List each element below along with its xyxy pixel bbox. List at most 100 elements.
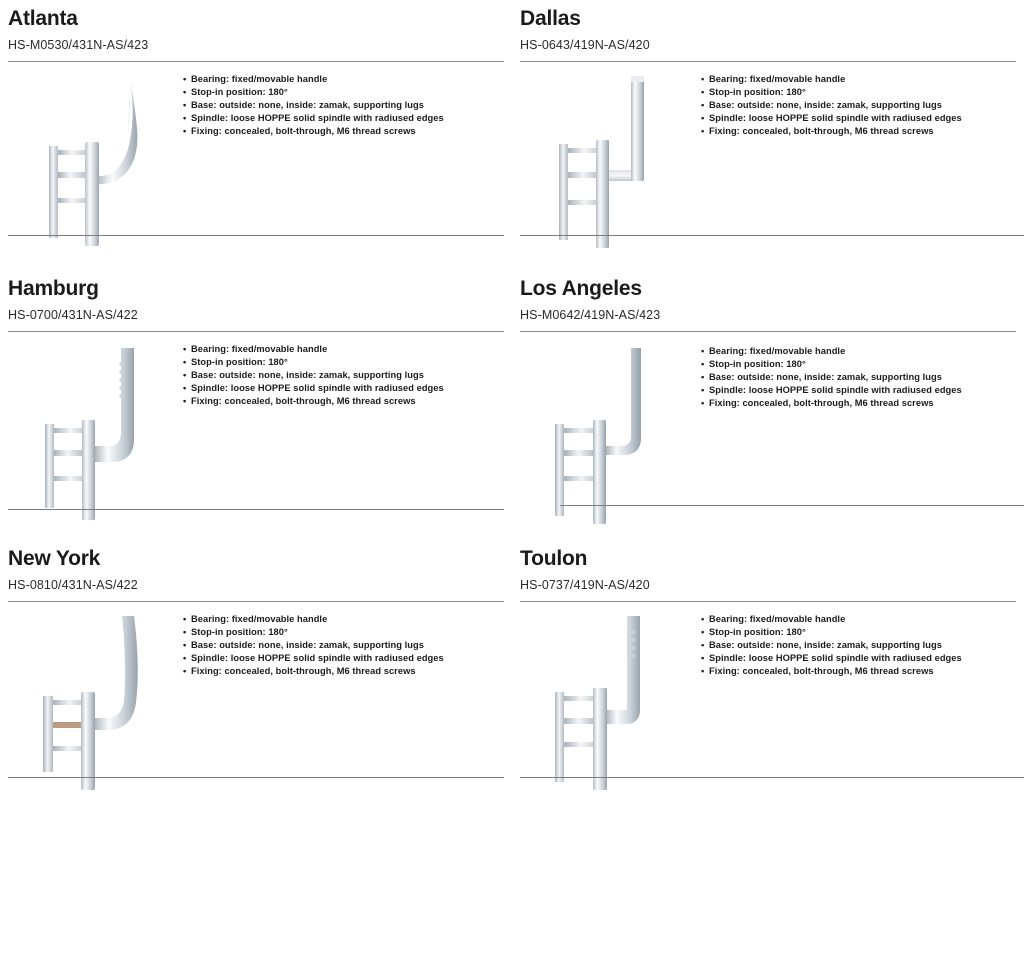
spec-text: Base: outside: none, inside: zamak, supp…: [191, 369, 424, 380]
spec-text: Bearing: fixed/movable handle: [709, 73, 846, 84]
panel-divider-top: [8, 600, 504, 602]
spec-item: •Spindle: loose HOPPE solid spindle with…: [701, 652, 1016, 665]
spec-item: • Base: outside: none, inside: zamak, sup…: [701, 639, 1016, 652]
product-panel-dallas[interactable]: Dallas HS-0643/419N-AS/420: [512, 0, 1024, 270]
spec-text: Stop-in position: 180°: [709, 626, 806, 637]
bullet-icon: •: [183, 343, 187, 354]
spec-item: •Base: outside: none, inside: zamak, sup…: [701, 371, 1016, 384]
spec-text: Spindle: loose HOPPE solid spindle with …: [191, 653, 444, 664]
product-panel-los-angeles[interactable]: Los Angeles HS-M0642/419N-AS/423: [512, 270, 1024, 540]
bullet-icon: •: [701, 113, 705, 124]
spec-text: Stop-in position: 180°: [709, 358, 806, 369]
spec-item: • Bearing: fixed/movable handle: [183, 73, 504, 86]
spec-item: • Stop-in position: 180°: [183, 86, 504, 99]
spec-item: • Fixing: concealed, bolt-through, M6 thr…: [183, 395, 504, 408]
product-panel-new-york[interactable]: New York HS-0810/431N-AS/422: [0, 540, 512, 810]
product-title: Los Angeles: [520, 277, 642, 300]
panel-divider-top: [8, 330, 504, 332]
bullet-icon: •: [701, 385, 705, 396]
handle-image-dallas: [520, 68, 695, 248]
spec-item: •Spindle: loose HOPPE solid spindle with…: [183, 382, 504, 395]
bullet-icon: •: [701, 371, 705, 382]
spec-item: • Base: outside: none, inside: zamak, sup…: [183, 369, 504, 382]
bullet-icon: •: [183, 626, 187, 637]
spec-text: Stop-in position: 180°: [709, 86, 806, 97]
spec-text: Base: outside: none, inside: zamak, supp…: [191, 639, 424, 650]
bullet-icon: •: [183, 113, 187, 124]
spec-item: • Bearing: fixed/movable handle: [701, 613, 1016, 626]
spec-text: Fixing: concealed, bolt-through, M6 thre…: [709, 666, 934, 677]
bullet-icon: •: [701, 345, 705, 356]
bullet-icon: •: [701, 358, 705, 369]
panel-divider-bottom: [520, 235, 1024, 236]
spec-item: • Spindle: loose HOPPE solid spindle with…: [183, 112, 504, 125]
product-code: HS-0700/431N-AS/422: [8, 308, 138, 322]
bullet-icon: •: [183, 126, 187, 137]
spec-item: • Stop-in position: 180°: [701, 626, 1016, 639]
product-title: Dallas: [520, 7, 581, 30]
bullet-icon: •: [701, 613, 705, 624]
handle-image-hamburg: [8, 338, 183, 523]
spec-text: Spindle: loose HOPPE solid spindle with …: [191, 383, 444, 394]
panel-divider-bottom: [560, 505, 1024, 506]
spec-item: • Spindle: loose HOPPE solid spindle with…: [701, 112, 1016, 125]
bullet-icon: •: [183, 99, 187, 110]
handle-image-los-angeles: [520, 340, 695, 525]
spec-list-toulon: • Bearing: fixed/movable handle • Stop-in …: [695, 608, 1016, 679]
bullet-icon: •: [183, 369, 187, 380]
bullet-icon: •: [701, 126, 705, 137]
product-title: New York: [8, 547, 101, 570]
bullet-icon: •: [183, 613, 187, 624]
bullet-icon: •: [183, 653, 187, 664]
panel-divider-top: [8, 60, 504, 62]
spec-item: •Fixing: concealed, bolt-through, M6 thr…: [701, 397, 1016, 410]
bullet-icon: •: [183, 73, 187, 84]
spec-text: Bearing: fixed/movable handle: [191, 613, 328, 624]
spec-item: • Stop-in position: 180°: [701, 358, 1016, 371]
bullet-icon: •: [183, 666, 187, 677]
panel-divider-bottom: [8, 235, 504, 236]
panel-divider-bottom: [520, 777, 1024, 778]
spec-item: • Fixing: concealed, bolt-through, M6 thr…: [701, 125, 1016, 138]
spec-text: Fixing: concealed, bolt-through, M6 thre…: [191, 126, 416, 137]
bullet-icon: •: [701, 626, 705, 637]
product-panel-hamburg[interactable]: Hamburg HS-0700/431N-AS/422: [0, 270, 512, 540]
bullet-icon: •: [183, 86, 187, 97]
product-code: HS-0810/431N-AS/422: [8, 578, 138, 592]
spec-text: Base: outside: none, inside: zamak, supp…: [709, 639, 942, 650]
spec-text: Bearing: fixed/movable handle: [191, 343, 328, 354]
spec-list-hamburg: • Bearing: fixed/movable handle •Stop-in …: [183, 338, 504, 409]
bullet-icon: •: [701, 639, 705, 650]
handle-image-new-york: [8, 608, 183, 793]
product-code: HS-0737/419N-AS/420: [520, 578, 650, 592]
product-panel-toulon[interactable]: Toulon HS-0737/419N-AS/420: [512, 540, 1024, 810]
spec-text: Fixing: concealed, bolt-through, M6 thre…: [709, 126, 934, 137]
spec-list-new-york: •Bearing: fixed/movable handle •Stop-in …: [183, 608, 504, 679]
spec-text: Stop-in position: 180°: [191, 86, 288, 97]
spec-item: • Stop-in position: 180°: [701, 86, 1016, 99]
spec-text: Spindle: loose HOPPE solid spindle with …: [191, 113, 444, 124]
product-code: HS-0643/419N-AS/420: [520, 38, 650, 52]
bullet-icon: •: [701, 73, 705, 84]
bullet-icon: •: [701, 666, 705, 677]
bullet-icon: •: [183, 639, 187, 650]
spec-item: •Stop-in position: 180°: [183, 356, 504, 369]
handle-image-atlanta: [8, 68, 183, 248]
spec-list-atlanta: • Bearing: fixed/movable handle • Stop-in …: [183, 68, 504, 139]
spec-text: Fixing: concealed, bolt-through, M6 thre…: [191, 666, 416, 677]
spec-text: Base: outside: none, inside: zamak, supp…: [709, 99, 942, 110]
spec-text: Fixing: concealed, bolt-through, M6 thre…: [709, 398, 934, 409]
bullet-icon: •: [701, 86, 705, 97]
spec-text: Fixing: concealed, bolt-through, M6 thre…: [191, 396, 416, 407]
panel-divider-bottom: [8, 777, 504, 778]
spec-text: Spindle: loose HOPPE solid spindle with …: [709, 113, 962, 124]
bullet-icon: •: [183, 396, 187, 407]
spec-text: Bearing: fixed/movable handle: [709, 345, 846, 356]
spec-text: Bearing: fixed/movable handle: [191, 73, 328, 84]
panel-divider-top: [520, 60, 1016, 62]
product-panel-atlanta[interactable]: Atlanta HS-M0530/431N-AS/423: [0, 0, 512, 270]
spec-item: • Fixing: concealed, bolt-through, M6 thr…: [183, 665, 504, 678]
spec-item: • Fixing: concealed, bolt-through, M6 thr…: [183, 125, 504, 138]
spec-text: Bearing: fixed/movable handle: [709, 613, 846, 624]
bullet-icon: •: [183, 356, 187, 367]
